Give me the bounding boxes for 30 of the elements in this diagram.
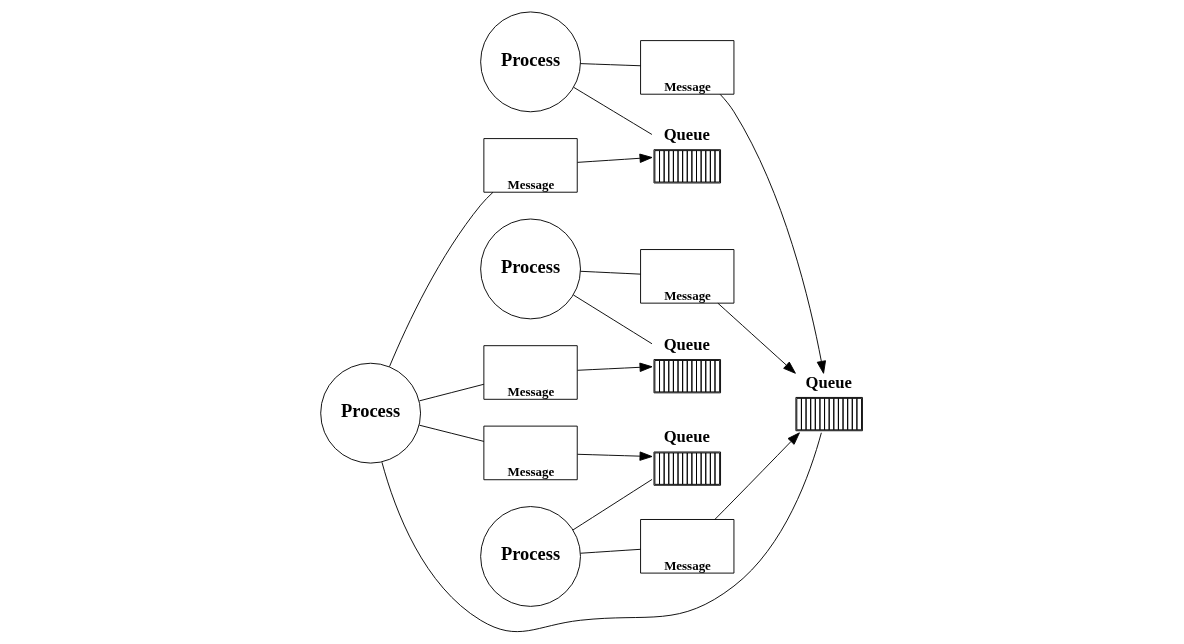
node-box: Message (482, 138, 578, 193)
node-box: Message (482, 425, 578, 481)
connector (388, 191, 493, 367)
node-label: Queue (663, 427, 710, 447)
node-circle: Process (479, 11, 581, 113)
connector (381, 432, 822, 632)
node-label: Queue (663, 334, 710, 354)
arrow (576, 153, 652, 163)
arrow (713, 432, 800, 520)
arrow (719, 94, 826, 374)
connector (572, 479, 652, 531)
connector (418, 383, 484, 402)
node-box: Message (639, 519, 734, 574)
connector (579, 548, 641, 554)
arrow (576, 362, 652, 372)
connector (418, 424, 484, 442)
node-circle: Process (479, 506, 581, 607)
node-label: Queue (663, 124, 710, 144)
node-box: Message (639, 40, 734, 95)
connector (572, 86, 652, 135)
connector (579, 270, 641, 275)
connector (572, 294, 652, 345)
arrow (716, 302, 796, 374)
connector (579, 63, 641, 67)
node-box: Message (482, 345, 578, 400)
node-circle: Process (479, 218, 581, 320)
node-label: Queue (805, 372, 852, 392)
node-box: Message (639, 249, 734, 304)
node-circle: Process (319, 362, 421, 464)
arrow (576, 451, 652, 461)
